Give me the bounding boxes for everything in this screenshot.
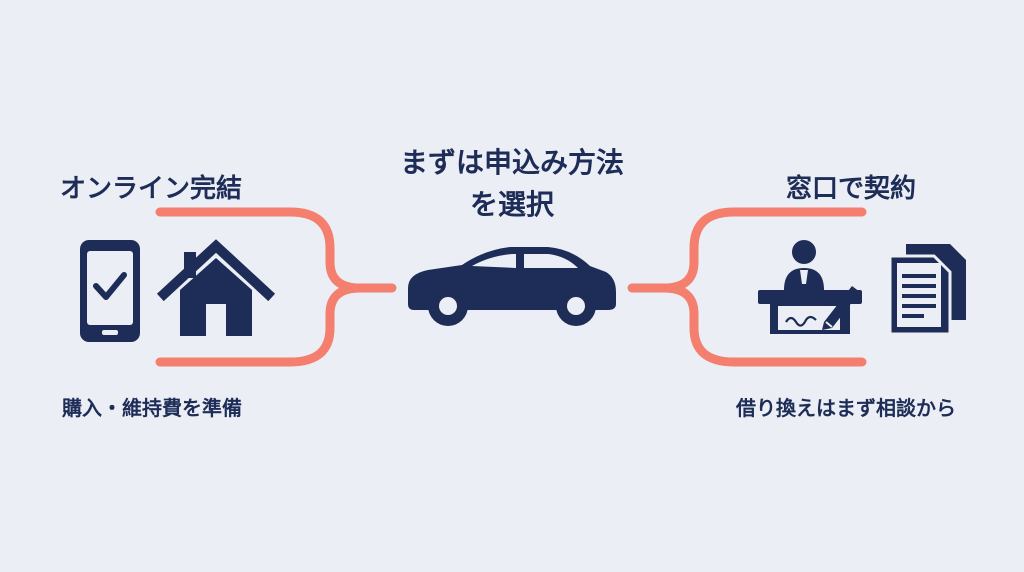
clerk-desk-signing-icon [758,240,862,334]
house-icon [156,239,276,336]
center-title-line1: まずは申込み方法 [399,146,625,179]
right-title: 窓口で契約 [786,174,917,204]
smartphone-check-icon [80,240,140,342]
center-title: まずは申込み方法 を選択 [400,142,624,226]
right-connector [627,207,867,367]
left-title: オンライン完結 [60,174,243,204]
center-title-line2: を選択 [469,188,555,221]
documents-icon [888,244,966,336]
car-icon [408,247,616,326]
left-connector [155,207,397,367]
left-caption: 購入・維持費を準備 [62,396,242,420]
right-caption: 借り換えはまず相談から [736,396,956,420]
